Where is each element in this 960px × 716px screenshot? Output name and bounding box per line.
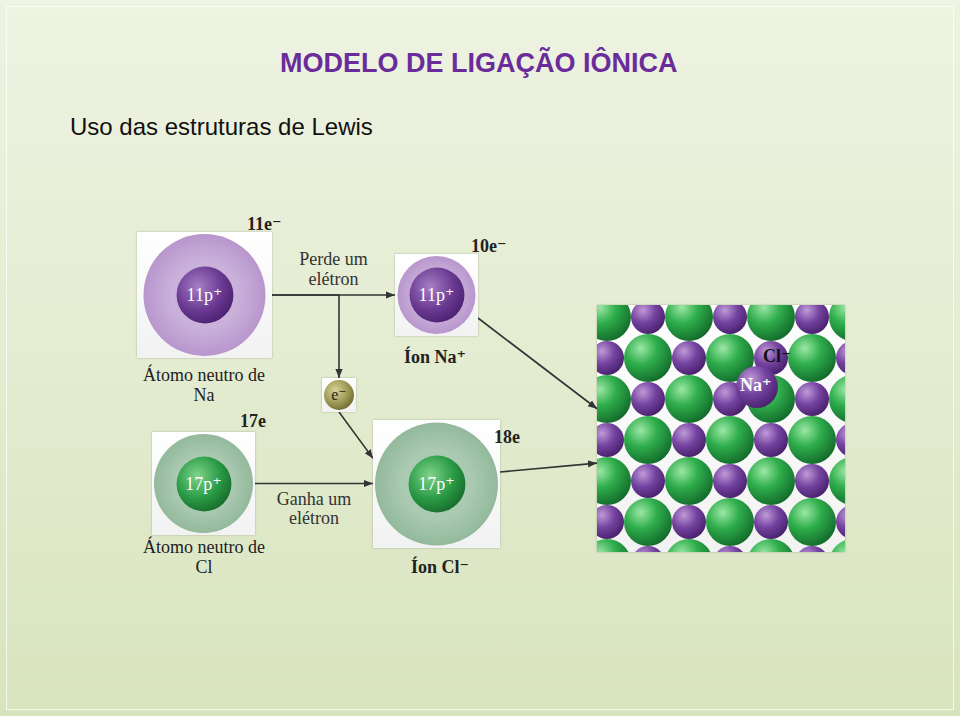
chloride-ion-sphere — [829, 457, 845, 505]
electron-count: 11e⁻ — [247, 215, 282, 235]
sodium-ion-sphere — [631, 546, 665, 552]
chloride-ion-sphere — [665, 305, 713, 341]
chloride-ion-sphere — [829, 375, 845, 423]
chloride-ion-sphere — [624, 416, 672, 464]
electron-shape — [324, 380, 354, 410]
proton-count: 11p⁺ — [419, 284, 455, 306]
sodium-ion-sphere — [713, 464, 747, 498]
sodium-ion-sphere — [597, 505, 624, 539]
sodium-ion-sphere — [713, 305, 747, 334]
chloride-ion-sphere — [624, 334, 672, 382]
arrow-label: Ganha um elétron — [266, 490, 362, 530]
chlorine-nucleus: 17p⁺ — [176, 456, 232, 512]
ion-lattice — [597, 305, 845, 552]
node-text: e⁻ — [331, 386, 347, 404]
ion-label: Na⁺ — [740, 376, 772, 396]
electron-count: 10e⁻ — [471, 237, 507, 257]
chloride-ion-sphere — [788, 334, 836, 382]
sodium-ion-sphere — [713, 546, 747, 552]
nucleus-shape — [409, 268, 464, 323]
cloud-shape — [144, 234, 266, 356]
electron: e⁻ — [322, 378, 356, 412]
sodium-ion-sphere — [795, 305, 829, 334]
sodium-atom: 11e⁻Átomo neutro de Na11p⁺ — [137, 232, 272, 358]
chloride-ion-sphere — [788, 416, 836, 464]
chloride-ion-sphere — [829, 305, 845, 341]
sodium-ion-sphere — [836, 423, 845, 457]
sodium-ion-sphere — [795, 382, 829, 416]
sodium-nucleus: 11p⁺ — [176, 266, 234, 324]
chloride-ion-sphere — [829, 539, 845, 552]
chloride-ion-sphere — [706, 498, 754, 546]
arrow-label: Perde um elétron — [286, 250, 382, 290]
chloride-ion-sphere — [665, 457, 713, 505]
chloride-ion-sphere — [747, 305, 795, 341]
sodium-ion-sphere — [754, 505, 788, 539]
nucleus-shape — [408, 456, 465, 513]
nucleus-shape — [176, 267, 233, 324]
sodium-ion-sphere — [672, 505, 706, 539]
ion-name: Íon Na⁺ — [404, 348, 466, 368]
proton-count: 17p⁺ — [185, 473, 222, 495]
proton-count: 17p⁺ — [418, 473, 455, 495]
ion-label: Cl⁻ — [763, 347, 791, 367]
sodium-ion-sphere — [795, 464, 829, 498]
chloride-ion-sphere — [597, 305, 631, 341]
chlorine-nucleus: 17p⁺ — [408, 455, 466, 513]
cloud-shape — [375, 423, 498, 546]
proton-count: 11p⁺ — [187, 284, 223, 306]
reaction-arrow — [339, 412, 373, 458]
electron-count: 18e — [494, 428, 520, 448]
sodium-ion-sphere — [672, 341, 706, 375]
chlorine-atom: 17eÁtomo neutro de Cl17p⁺ — [152, 432, 255, 535]
sodium-ion-sphere — [672, 423, 706, 457]
sodium-ion-sphere — [795, 546, 829, 552]
chloride-ion-sphere — [747, 539, 795, 552]
slide-title: MODELO DE LIGAÇÃO IÔNICA — [280, 48, 678, 79]
chloride-ion-sphere — [597, 457, 631, 505]
chloride-ion-sphere — [665, 375, 713, 423]
chloride-ion: 18eÍon Cl⁻17p⁺ — [373, 420, 500, 548]
sodium-ion-sphere — [836, 341, 845, 375]
sodium-ion-sphere — [736, 366, 778, 408]
reaction-arrow — [478, 318, 597, 409]
atom-caption: Átomo neutro de Na — [143, 366, 265, 406]
sodium-ion-sphere — [631, 305, 665, 334]
slide-subtitle: Uso das estruturas de Lewis — [70, 113, 373, 141]
chloride-ion-sphere — [597, 375, 631, 423]
reaction-arrow — [500, 463, 597, 472]
reaction-arrow — [255, 483, 373, 485]
cloud-shape — [398, 256, 476, 334]
chloride-ion-sphere — [747, 457, 795, 505]
chloride-ion-sphere — [624, 498, 672, 546]
sodium-ion: 10e⁻Íon Na⁺11p⁺ — [395, 254, 478, 336]
sodium-ion-sphere — [597, 423, 624, 457]
sodium-ion-sphere — [754, 423, 788, 457]
reaction-arrow — [272, 295, 339, 378]
chloride-ion-sphere — [665, 539, 713, 552]
atom-caption: Átomo neutro de Cl — [143, 538, 265, 578]
sodium-ion-sphere — [631, 464, 665, 498]
chloride-ion-sphere — [706, 416, 754, 464]
nucleus-shape — [176, 456, 231, 511]
sodium-ion-sphere — [631, 382, 665, 416]
chloride-ion-sphere — [788, 498, 836, 546]
cloud-shape — [154, 434, 253, 533]
sodium-ion-sphere — [597, 341, 624, 375]
sodium-ion-sphere — [836, 505, 845, 539]
chloride-ion-sphere — [597, 539, 631, 552]
sodium-nucleus: 11p⁺ — [409, 267, 465, 323]
nacl-crystal: Cl⁻ Na⁺ — [597, 305, 845, 552]
electron-count: 17e — [240, 412, 266, 432]
ion-name: Íon Cl⁻ — [411, 558, 469, 578]
